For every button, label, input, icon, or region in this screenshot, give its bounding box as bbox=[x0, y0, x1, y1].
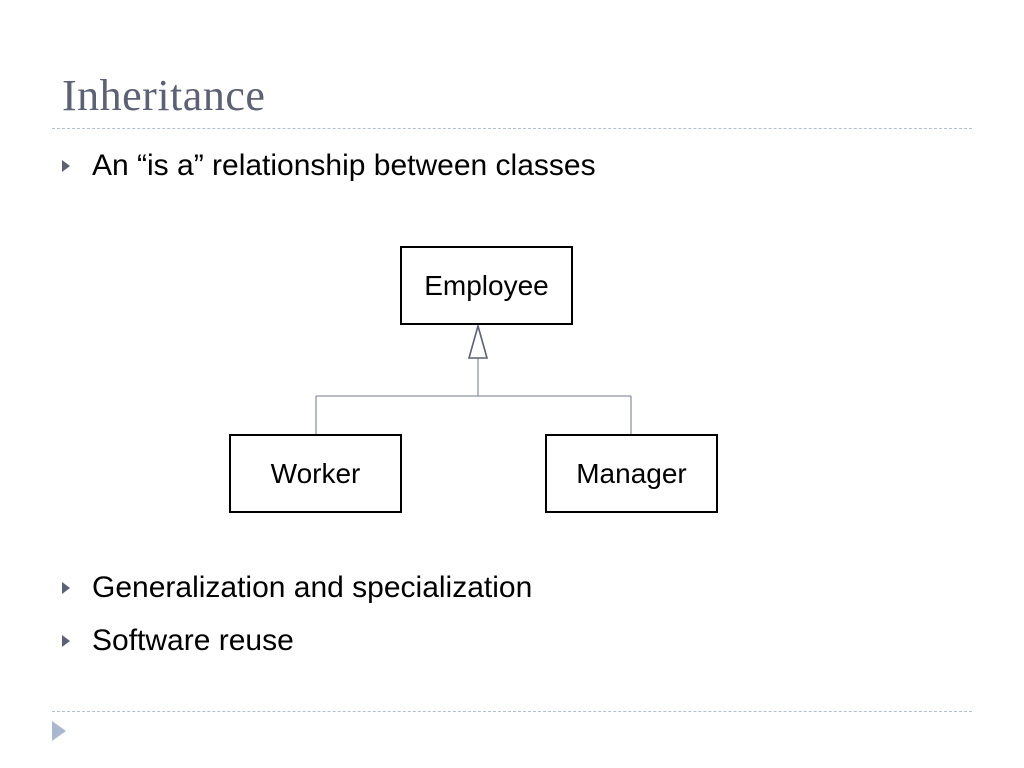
triangle-right-icon bbox=[62, 160, 70, 172]
bullet-text: An “is a” relationship between classes bbox=[92, 149, 596, 182]
slide-title: Inheritance bbox=[62, 71, 266, 120]
next-slide-arrow-icon[interactable] bbox=[52, 721, 66, 741]
triangle-right-icon bbox=[62, 635, 70, 647]
bullet-text: Generalization and specialization bbox=[92, 571, 533, 604]
class-box-manager: Manager bbox=[545, 434, 718, 513]
class-box-employee: Employee bbox=[400, 246, 573, 325]
title-divider bbox=[52, 128, 972, 129]
inheritance-arrowhead-icon bbox=[467, 323, 489, 359]
bullet-item: An “is a” relationship between classes bbox=[62, 146, 596, 186]
triangle-right-icon bbox=[62, 582, 70, 594]
class-box-worker: Worker bbox=[229, 434, 402, 513]
bullet-text: Software reuse bbox=[92, 624, 294, 657]
bullet-item: Software reuse bbox=[62, 621, 294, 661]
bullet-item: Generalization and specialization bbox=[62, 568, 532, 608]
footer-divider bbox=[52, 711, 972, 712]
